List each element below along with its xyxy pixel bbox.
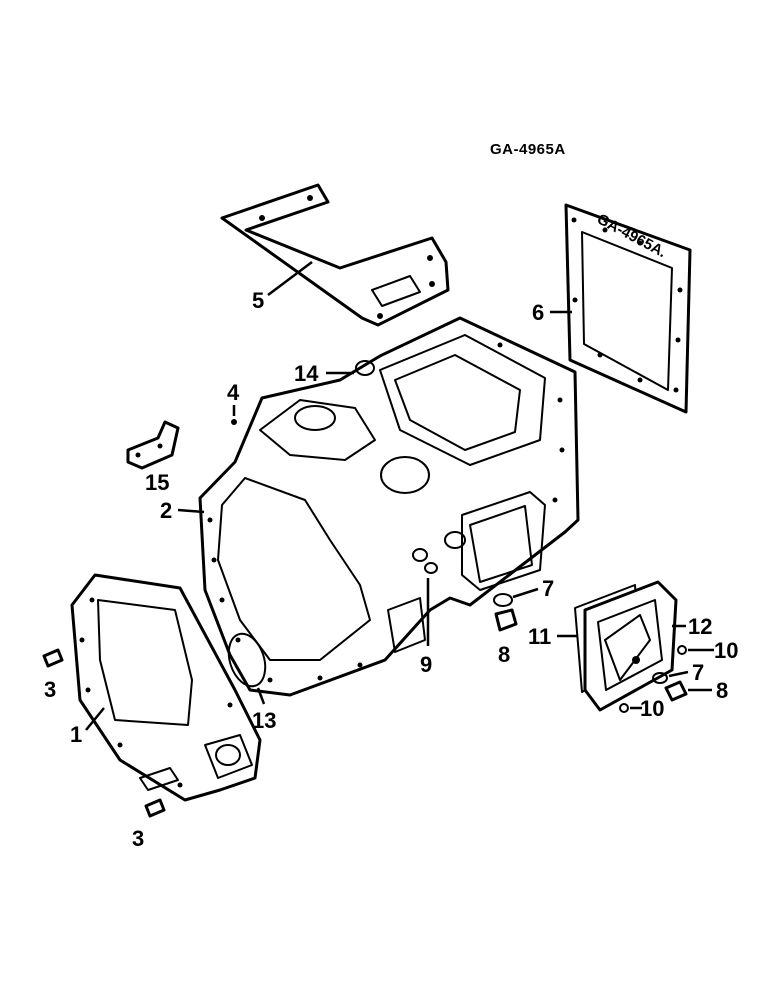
dowel-part-3-upper [42,648,64,668]
washer-part-7-upper [493,593,513,607]
seal-part-13 [227,632,267,688]
leader-7-lower [668,670,689,678]
figure-id: GA-4965A [490,141,566,158]
leader-1 [85,707,105,731]
callout-3-upper: 3 [44,677,56,702]
drain-plug-part-8-upper [494,608,518,632]
bolt-part-10-lower [619,703,629,713]
callout-8-lower: 8 [716,678,728,703]
leader-7-upper [512,587,539,599]
callout-1: 1 [70,722,82,747]
drain-plug-part-8-lower [664,680,688,702]
plug-part-9 [424,562,438,574]
callout-13: 13 [252,708,276,733]
leader-13 [256,687,266,705]
dowel-part-3-lower [144,798,166,818]
top-plate-part-5 [220,183,450,327]
bolt-part-10-upper [677,645,687,655]
callout-8-upper: 8 [498,642,510,667]
washer-part-7-lower [652,672,668,684]
pin-part-4 [231,419,237,425]
leader-2 [177,508,205,514]
callout-9: 9 [420,652,432,677]
front-cover-part-1 [70,573,262,802]
callout-2: 2 [160,498,172,523]
callout-3-lower: 3 [132,826,144,851]
callout-10-lower: 10 [640,696,664,721]
callout-14: 14 [294,361,319,386]
bracket-part-15 [126,420,180,470]
leader-5 [267,261,313,296]
callout-15: 15 [145,470,169,495]
transmission-housing-part-2 [198,316,580,697]
callout-11: 11 [528,624,551,649]
plug-part-14 [355,360,375,376]
callout-7-lower: 7 [692,660,704,685]
callout-10-upper: 10 [714,638,738,663]
side-cover-part-12 [583,580,678,712]
callout-4: 4 [227,380,240,405]
gasket-part-6 [564,203,692,414]
callout-6: 6 [532,300,544,325]
callout-12: 12 [688,614,712,639]
callout-5: 5 [252,288,264,313]
callout-7-upper: 7 [542,576,554,601]
